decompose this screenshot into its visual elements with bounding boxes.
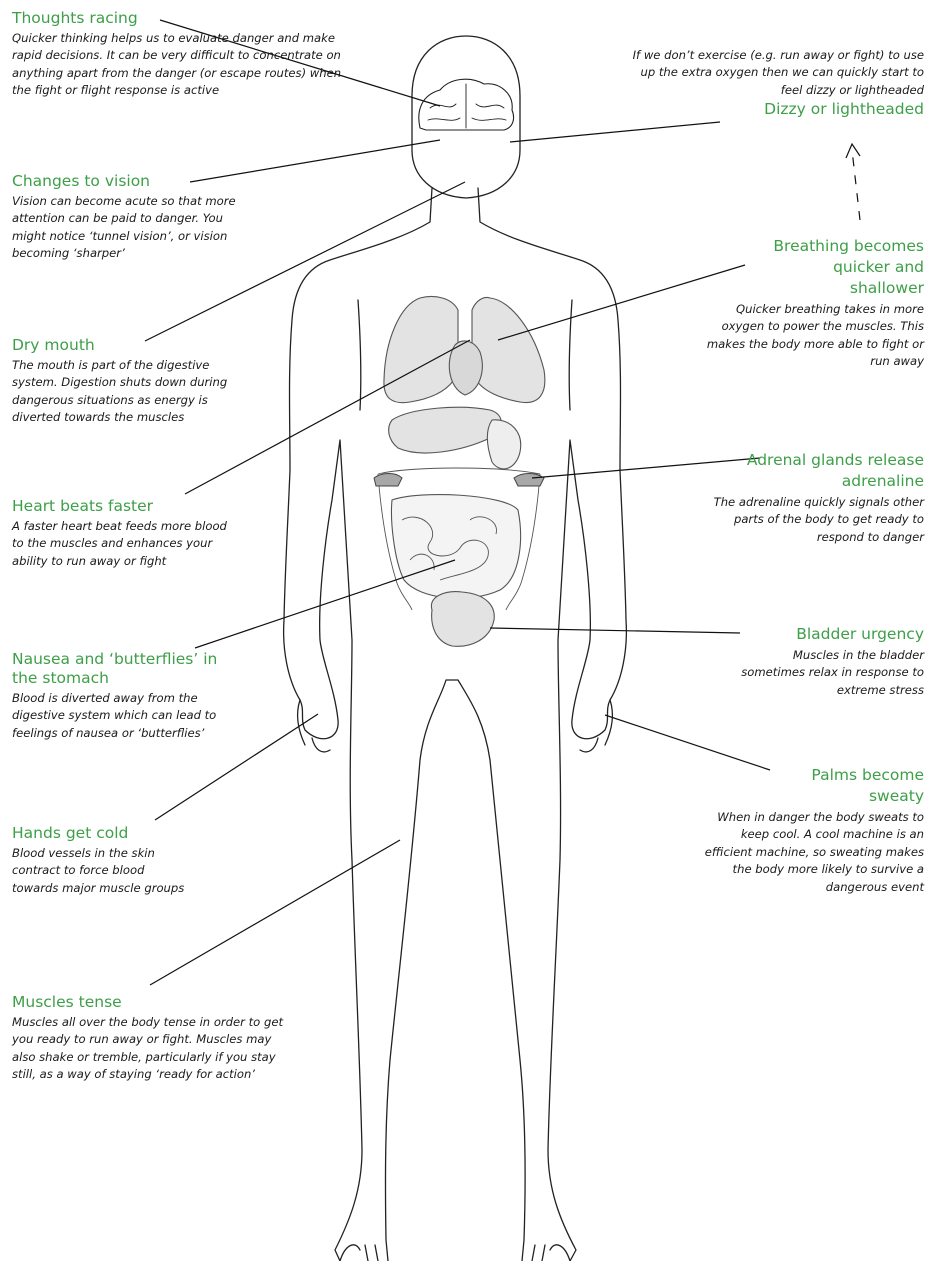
- label-text: A faster heart beat feeds more blood to …: [12, 518, 230, 570]
- label-title: Changes to vision: [12, 172, 244, 191]
- label-title: Heart beats faster: [12, 497, 230, 516]
- leader-palms: [605, 715, 770, 770]
- intestines: [392, 495, 521, 599]
- label-text: When in danger the body sweats to keep c…: [696, 809, 924, 896]
- label-title: Nausea and ‘butterflies’ in the stomach: [12, 650, 224, 688]
- label-title: Palms become sweaty: [696, 765, 924, 807]
- label-title: Breathing becomes quicker and shallower: [700, 236, 924, 299]
- leader-bladder: [490, 628, 740, 633]
- label-title: Dry mouth: [12, 336, 230, 355]
- label-text: The adrenaline quickly signals other par…: [694, 494, 924, 546]
- label-text: Muscles all over the body tense in order…: [12, 1014, 284, 1084]
- dizzy-dashed-arrow: [852, 150, 860, 220]
- label-title: Hands get cold: [12, 824, 187, 843]
- label-text: Muscles in the bladder sometimes relax i…: [734, 647, 924, 699]
- label-dry-mouth: Dry mouth The mouth is part of the diges…: [12, 336, 230, 427]
- label-title: Thoughts racing: [12, 9, 342, 28]
- label-text: The mouth is part of the digestive syste…: [12, 357, 230, 427]
- label-bladder-urgency: Bladder urgency Muscles in the bladder s…: [734, 624, 924, 699]
- label-text: Quicker breathing takes in more oxygen t…: [700, 301, 924, 371]
- left-lung: [384, 297, 458, 403]
- label-hands-get-cold: Hands get cold Blood vessels in the skin…: [12, 824, 187, 897]
- label-breathing-quicker: Breathing becomes quicker and shallower …: [700, 236, 924, 371]
- label-changes-to-vision: Changes to vision Vision can become acut…: [12, 172, 244, 263]
- label-adrenal-glands: Adrenal glands release adrenaline The ad…: [694, 450, 924, 546]
- right-adrenal-gland: [514, 474, 544, 487]
- label-text: Blood is diverted away from the digestiv…: [12, 690, 224, 742]
- stomach: [487, 420, 520, 469]
- label-text: Blood vessels in the skin contract to fo…: [12, 845, 187, 897]
- label-heart-beats-faster: Heart beats faster A faster heart beat f…: [12, 497, 230, 570]
- leader-muscles: [150, 840, 400, 985]
- right-lung: [472, 298, 545, 403]
- label-nausea-butterflies: Nausea and ‘butterflies’ in the stomach …: [12, 650, 224, 742]
- leader-dizzy: [510, 122, 720, 142]
- dizzy-arrowhead: [846, 144, 860, 158]
- leader-nausea: [195, 560, 455, 648]
- label-thoughts-racing: Thoughts racing Quicker thinking helps u…: [12, 9, 342, 100]
- left-adrenal-gland: [374, 474, 402, 487]
- label-text: Vision can become acute so that more att…: [12, 193, 244, 263]
- label-title: Dizzy or lightheaded: [622, 99, 924, 120]
- label-text: Quicker thinking helps us to evaluate da…: [12, 30, 342, 100]
- label-title: Bladder urgency: [734, 624, 924, 645]
- label-title: Adrenal glands release adrenaline: [694, 450, 924, 492]
- label-text: If we don’t exercise (e.g. run away or f…: [622, 47, 924, 99]
- bladder: [431, 592, 494, 647]
- label-title: Muscles tense: [12, 993, 284, 1012]
- label-muscles-tense: Muscles tense Muscles all over the body …: [12, 993, 284, 1084]
- label-palms-sweaty: Palms become sweaty When in danger the b…: [696, 765, 924, 896]
- liver: [389, 407, 502, 453]
- label-dizzy-lightheaded: If we don’t exercise (e.g. run away or f…: [622, 47, 924, 120]
